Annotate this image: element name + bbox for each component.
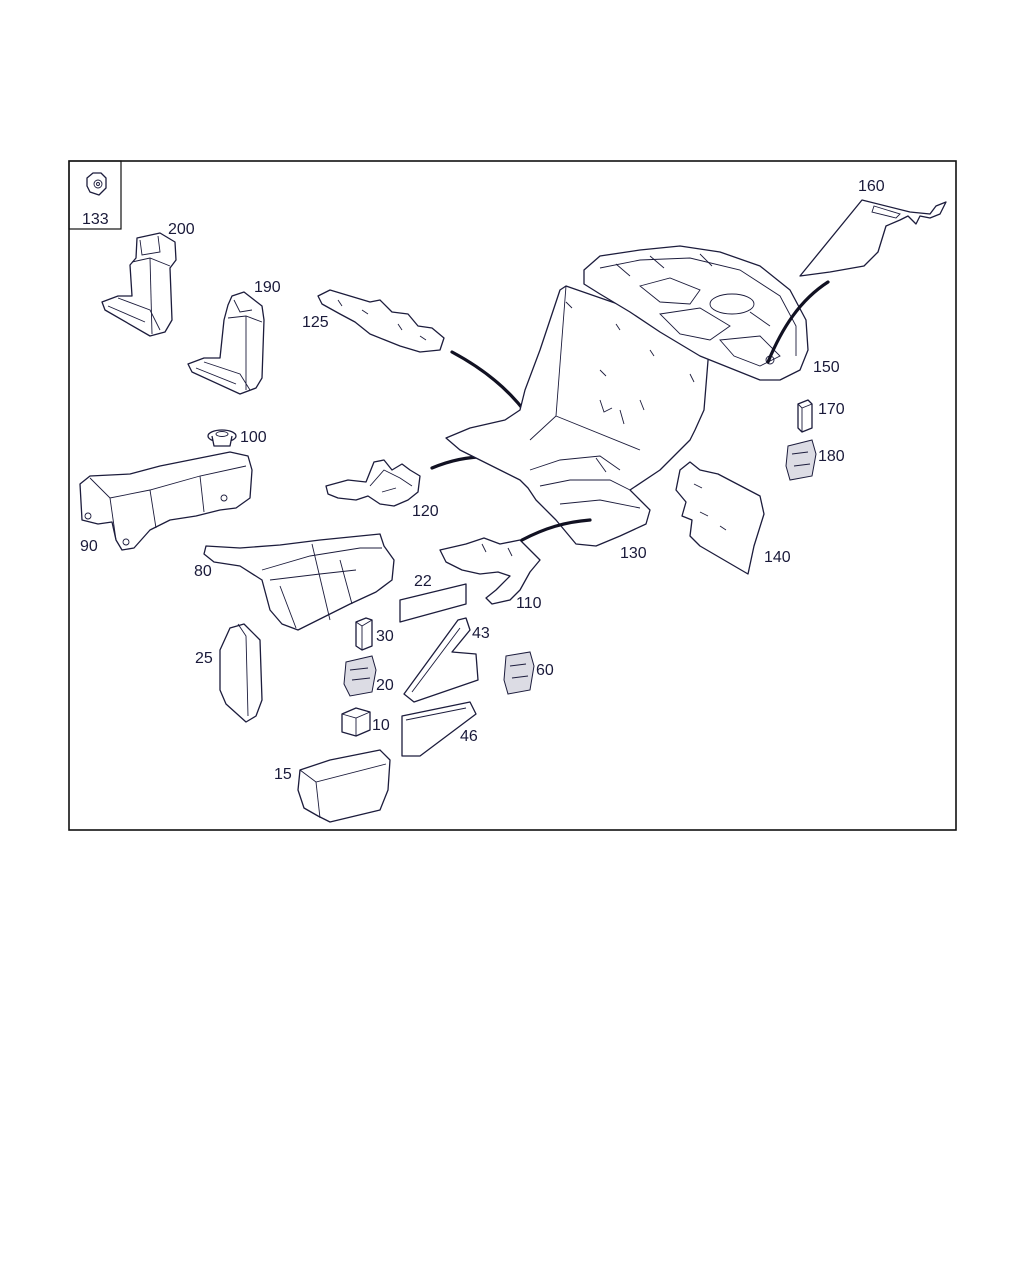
callout-125: 125 bbox=[302, 314, 329, 331]
part-25-pad[interactable] bbox=[219, 623, 263, 723]
callout-60: 60 bbox=[536, 662, 554, 679]
part-10-block[interactable] bbox=[341, 707, 371, 737]
callout-130: 130 bbox=[620, 545, 647, 562]
part-125-mat[interactable] bbox=[317, 289, 445, 353]
callout-170: 170 bbox=[818, 401, 845, 418]
callout-120: 120 bbox=[412, 503, 439, 520]
callout-133: 133 bbox=[82, 211, 109, 228]
callout-22: 22 bbox=[414, 573, 432, 590]
part-180-pouch[interactable] bbox=[785, 439, 817, 481]
diagram-frame bbox=[68, 160, 957, 831]
inset-box-133 bbox=[68, 160, 122, 230]
callout-150: 150 bbox=[813, 359, 840, 376]
callout-15: 15 bbox=[274, 766, 292, 783]
part-43-pad[interactable] bbox=[403, 617, 479, 703]
part-46-pad[interactable] bbox=[401, 701, 477, 757]
part-160-mat[interactable] bbox=[799, 199, 947, 277]
callout-90: 90 bbox=[80, 538, 98, 555]
arrow-160 bbox=[766, 280, 830, 364]
part-190-bracket[interactable] bbox=[187, 291, 265, 395]
part-120-mat[interactable] bbox=[325, 459, 421, 507]
part-100-clip[interactable] bbox=[207, 429, 237, 447]
callout-110: 110 bbox=[516, 595, 542, 612]
part-150-shelf[interactable] bbox=[583, 245, 809, 381]
part-30-block[interactable] bbox=[355, 617, 373, 651]
callout-25: 25 bbox=[195, 650, 213, 667]
callout-100: 100 bbox=[240, 429, 267, 446]
part-110-mat[interactable] bbox=[439, 537, 541, 605]
callout-10: 10 bbox=[372, 717, 390, 734]
part-130-floor[interactable] bbox=[445, 285, 711, 547]
callout-200: 200 bbox=[168, 221, 195, 238]
part-90-trim[interactable] bbox=[79, 451, 253, 551]
callout-46: 46 bbox=[460, 728, 478, 745]
callout-43: 43 bbox=[472, 625, 490, 642]
part-200-bracket[interactable] bbox=[101, 232, 177, 337]
callout-180: 180 bbox=[818, 448, 845, 465]
callout-30: 30 bbox=[376, 628, 394, 645]
part-80-trim[interactable] bbox=[203, 533, 395, 631]
part-133-clip[interactable] bbox=[86, 172, 107, 196]
part-170-block[interactable] bbox=[797, 399, 813, 433]
callout-140: 140 bbox=[764, 549, 791, 566]
part-22-pad[interactable] bbox=[399, 583, 467, 623]
arrow-110 bbox=[520, 518, 592, 542]
part-60-pouch[interactable] bbox=[503, 651, 535, 695]
callout-190: 190 bbox=[254, 279, 281, 296]
callout-80: 80 bbox=[194, 563, 212, 580]
part-20-pouch[interactable] bbox=[343, 655, 377, 697]
callout-20: 20 bbox=[376, 677, 394, 694]
callout-160: 160 bbox=[858, 178, 885, 195]
part-15-block[interactable] bbox=[297, 749, 391, 823]
part-140-mat[interactable] bbox=[675, 461, 765, 575]
